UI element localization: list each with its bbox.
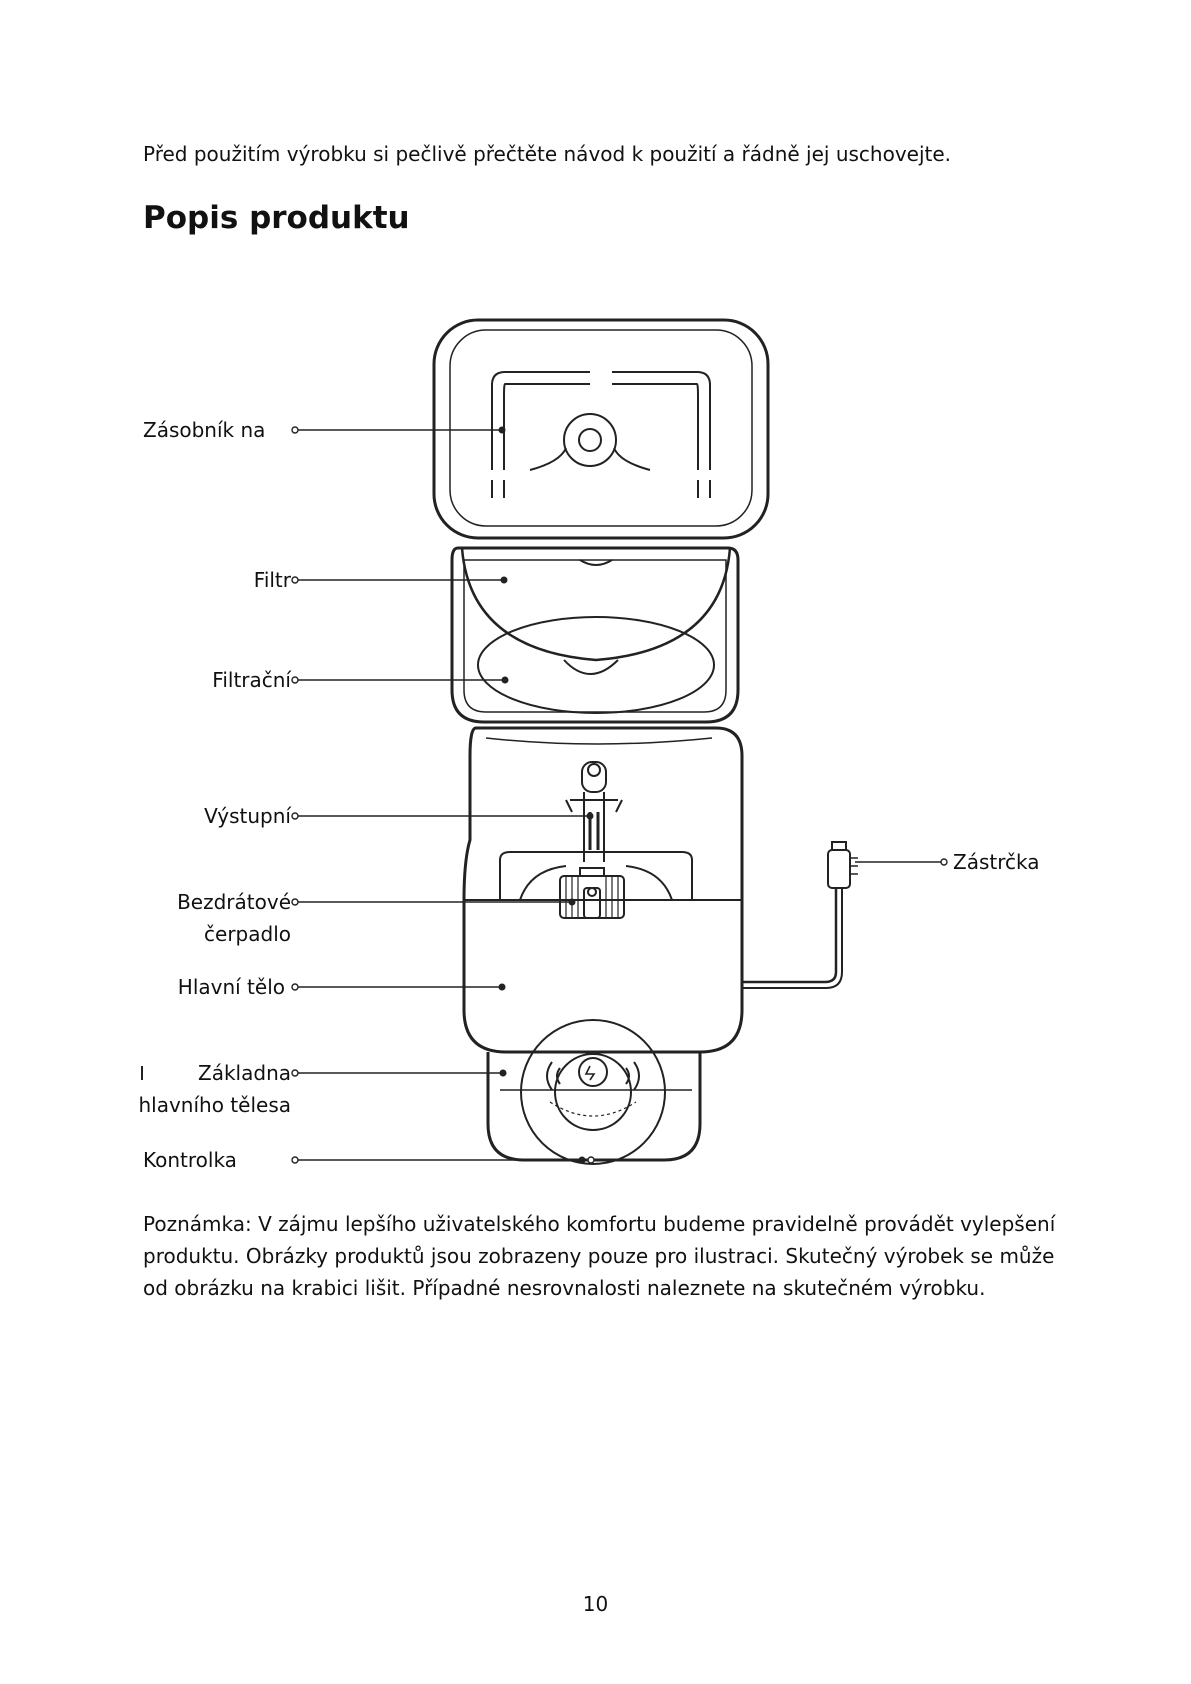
note-paragraph: Poznámka: V zájmu lepšího uživatelského … [143, 1212, 1056, 1300]
label-indicator: Kontrolka [143, 1148, 237, 1172]
stray-mark [141, 1066, 143, 1080]
outlet-column [565, 761, 623, 862]
label-base-line1: Základna [198, 1061, 291, 1085]
filter-tray [450, 546, 740, 724]
main-body [462, 726, 744, 1054]
label-reservoir: Zásobník na [143, 418, 266, 442]
label-filter: Filtr [253, 568, 291, 592]
label-pump-line1: Bezdrátové [177, 890, 291, 914]
filter-disc [460, 547, 732, 662]
leader-lines [295, 429, 944, 1161]
section-title: Popis produktu [143, 200, 410, 236]
label-outlet: Výstupní [204, 804, 291, 828]
intro-text: Před použitím výrobku si pečlivě přečtět… [143, 142, 952, 166]
reservoir-lid [432, 318, 770, 540]
pump [559, 867, 625, 919]
label-main-body: Hlavní tělo [177, 975, 285, 999]
label-plug: Zástrčka [953, 850, 1040, 874]
power-cable [742, 841, 858, 989]
label-filter-tray: Filtrační [212, 668, 291, 692]
base [486, 1019, 702, 1165]
label-base-line2: hlavního tělesa [138, 1093, 291, 1117]
page-number: 10 [582, 1592, 609, 1616]
label-pump-line2: čerpadlo [204, 922, 291, 946]
